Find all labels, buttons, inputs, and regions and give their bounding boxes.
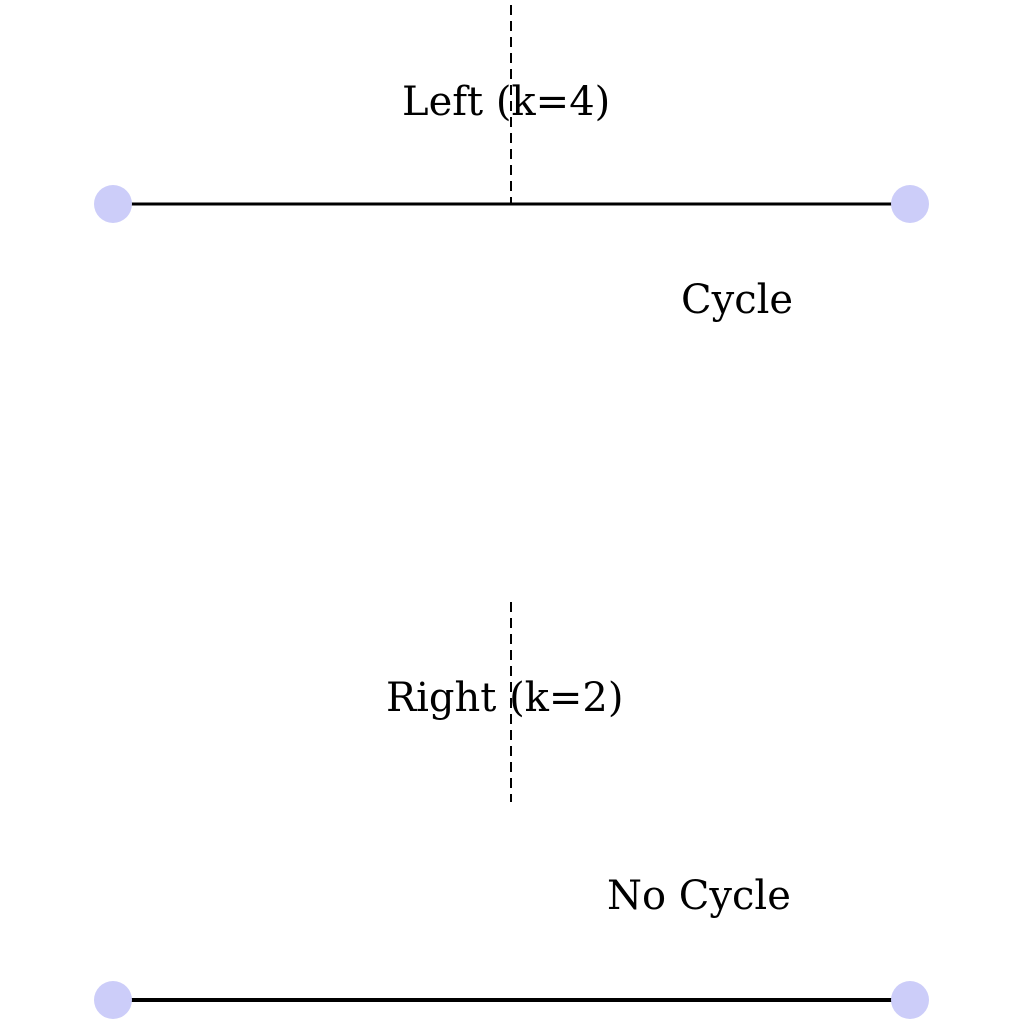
top-status: Cycle — [681, 277, 794, 323]
bottom-left-node — [94, 981, 132, 1019]
bottom-label: Right (k=2) — [386, 675, 624, 721]
top-right-node — [891, 185, 929, 223]
bottom-right-node — [891, 981, 929, 1019]
top-label: Left (k=4) — [402, 79, 611, 125]
top-left-node — [94, 185, 132, 223]
bottom-status: No Cycle — [607, 873, 791, 919]
